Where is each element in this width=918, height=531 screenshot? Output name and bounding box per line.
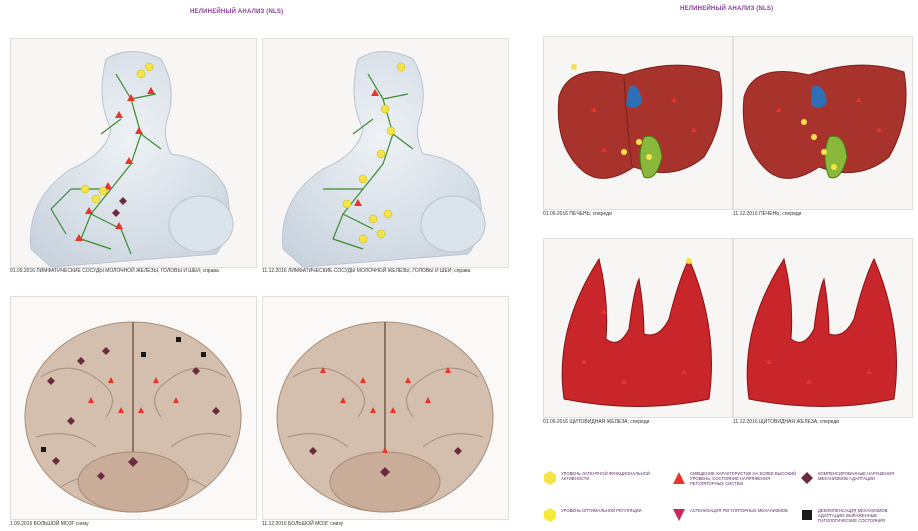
liver-after-caption: 11.12.2016 ПЕЧЕНЬ; спереди (733, 211, 911, 217)
liver-panel-before (543, 36, 733, 210)
brain-panel-after (262, 296, 509, 520)
legend-asthenization: АСТЕНИЗАЦИЯ РЕГУЛЯТОРНЫХ МЕХАНИЗМОВ (672, 508, 797, 522)
lymph-before-caption: 01.09.2016 ЛИМФАТИЧЕСКИЕ СОСУДЫ МОЛОЧНОЙ… (10, 268, 255, 274)
thyroid-illustration (544, 239, 732, 417)
liver-illustration (544, 37, 732, 209)
right-page-header: НЕЛИНЕЙНЫЙ АНАЛИЗ (NLS) (680, 6, 773, 12)
legend-higher-level-shift: СМЕЩЕНИЕ ХАРАКТЕРИСТИК НА БОЛЕЕ ВЫСОКИЙ … (672, 471, 797, 486)
yellow-hexagon-icon (543, 508, 557, 522)
brain-panel-before (10, 296, 257, 520)
legend-label: УРОВЕНЬ ОПТИМАЛЬНОЙ РЕГУЛЯЦИИ (561, 508, 642, 513)
thyroid-after-caption: 11.12.2016 ЩИТОВИДНАЯ ЖЕЛЕЗА; спереди (733, 419, 911, 425)
legend-label: УРОВЕНЬ ЛАТЕНТНОЙ ФУНКЦИОНАЛЬНОЙ АКТИВНО… (561, 471, 663, 481)
legend-optimal-regulation: УРОВЕНЬ ОПТИМАЛЬНОЙ РЕГУЛЯЦИИ (543, 508, 663, 522)
thyroid-before-caption: 01.09.2016 ЩИТОВИДНАЯ ЖЕЛЕЗА; спереди (543, 419, 731, 425)
legend-latent-activity: УРОВЕНЬ ЛАТЕНТНОЙ ФУНКЦИОНАЛЬНОЙ АКТИВНО… (543, 471, 663, 485)
legend-label: АСТЕНИЗАЦИЯ РЕГУЛЯТОРНЫХ МЕХАНИЗМОВ (690, 508, 788, 513)
thyroid-panel-before (543, 238, 733, 418)
torso-lymph-illustration (11, 39, 256, 267)
black-square-icon (800, 508, 814, 522)
legend-label: СМЕЩЕНИЕ ХАРАКТЕРИСТИК НА БОЛЕЕ ВЫСОКИЙ … (690, 471, 797, 486)
liver-panel-after (733, 36, 913, 210)
red-triangle-up-icon (672, 471, 686, 485)
brain-illustration (263, 297, 508, 519)
legend-decompensation: ДЕКОМПЕНСАЦИЯ МЕХАНИЗМОВ АДАПТАЦИИ; ВЫРА… (800, 508, 912, 523)
legend-label: КОМПЕНСИРОВАННЫЕ НАРУШЕНИЯ МЕХАНИЗМОВ АД… (818, 471, 912, 481)
thyroid-panel-after (733, 238, 913, 418)
red-triangle-down-icon (672, 508, 686, 522)
left-page-header: НЕЛИНЕЙНЫЙ АНАЛИЗ (NLS) (190, 9, 283, 15)
yellow-hexagon-icon (543, 471, 557, 485)
thyroid-illustration (734, 239, 912, 417)
liver-illustration (734, 37, 912, 209)
legend-label: ДЕКОМПЕНСАЦИЯ МЕХАНИЗМОВ АДАПТАЦИИ; ВЫРА… (818, 508, 912, 523)
torso-lymph-illustration (263, 39, 508, 267)
brain-before-caption: 1.09.2016 БОЛЬШОЙ МОЗГ снизу (10, 521, 255, 527)
brain-after-caption: 11.12.2016 БОЛЬШОЙ МОЗГ снизу (262, 521, 507, 527)
lymph-panel-before (10, 38, 257, 268)
lymph-panel-after (262, 38, 509, 268)
liver-before-caption: 01.09.2016 ПЕЧЕНЬ; спереди (543, 211, 731, 217)
maroon-diamond-icon (800, 471, 814, 485)
lymph-after-caption: 11.12.2016 ЛИМФАТИЧЕСКИЕ СОСУДЫ МОЛОЧНОЙ… (262, 268, 507, 274)
legend-compensated-disorders: КОМПЕНСИРОВАННЫЕ НАРУШЕНИЯ МЕХАНИЗМОВ АД… (800, 471, 912, 485)
brain-illustration (11, 297, 256, 519)
